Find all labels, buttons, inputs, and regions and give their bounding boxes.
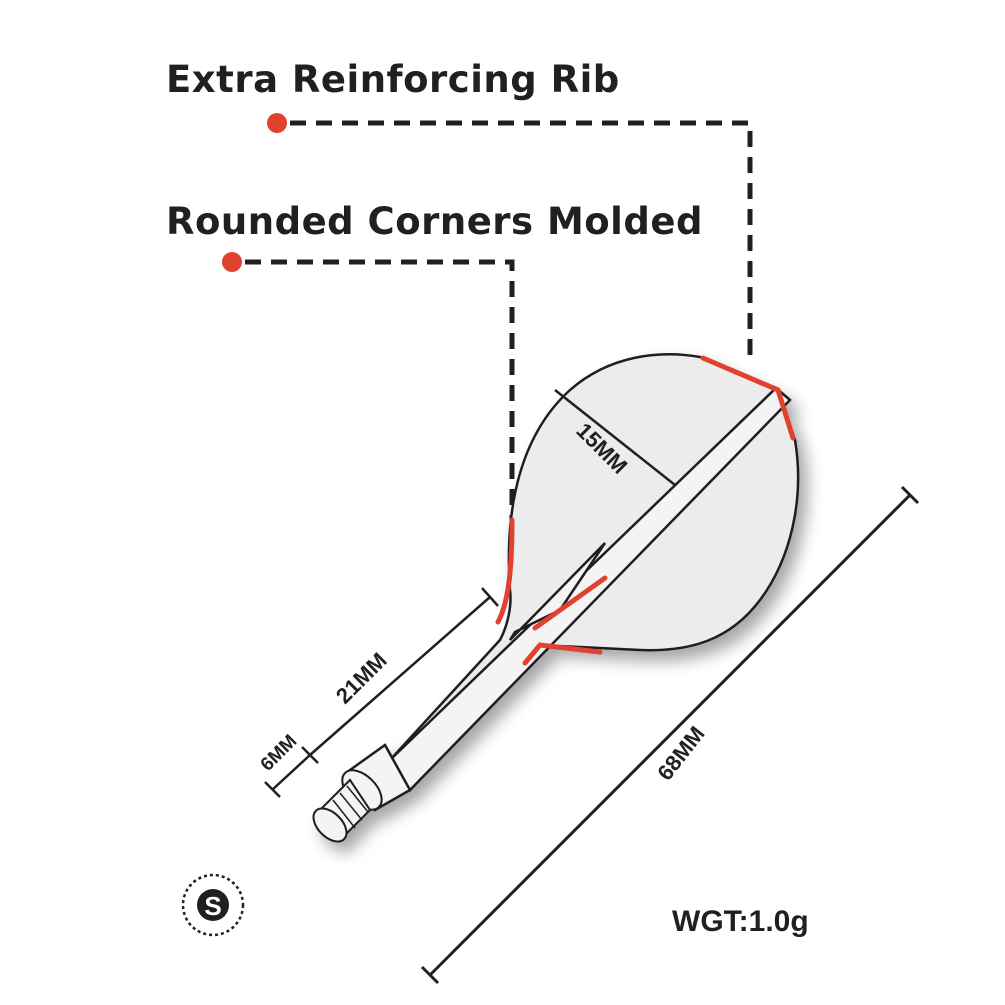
callout-dot: [222, 252, 242, 272]
leader-corners: [222, 252, 515, 525]
callout-extra-reinforcing-rib: Extra Reinforcing Rib: [166, 58, 620, 101]
size-badge: S: [181, 873, 245, 937]
weight-label: WGT:1.0g: [672, 905, 809, 938]
dimension-line-shaft: [264, 587, 499, 798]
dimension-total-label: 68MM: [652, 722, 709, 786]
dimension-line-total: [420, 485, 920, 985]
size-badge-label: S: [204, 891, 221, 921]
dimension-shaft-label: 21MM: [331, 648, 392, 709]
dimension-line-width: [554, 389, 676, 486]
thread-tip: [312, 743, 412, 843]
callout-rounded-corners: Rounded Corners Molded: [166, 200, 703, 243]
rounded-corner-accents: [495, 355, 796, 666]
leader-rib: [267, 113, 753, 365]
dart-flight: [312, 353, 800, 843]
callout-dot: [267, 113, 287, 133]
